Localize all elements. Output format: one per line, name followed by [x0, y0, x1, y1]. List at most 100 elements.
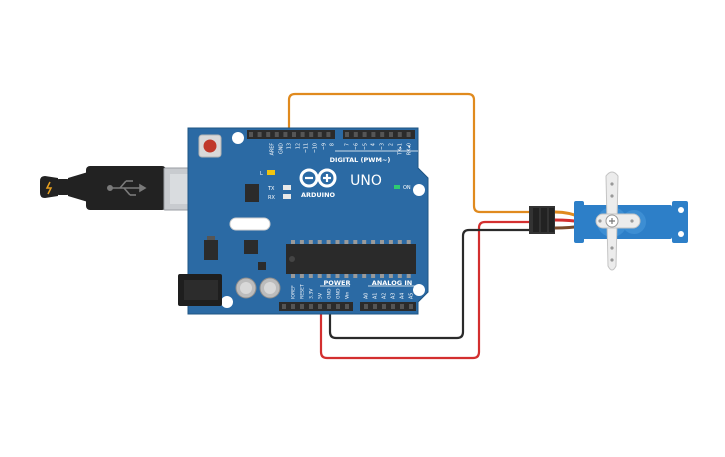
capacitor	[235, 277, 257, 299]
wires	[287, 92, 530, 360]
digital-pin-label: ~9	[322, 143, 328, 150]
header-pin[interactable]	[391, 304, 395, 309]
power-header	[279, 302, 353, 311]
digital-pin-label: 2	[389, 143, 395, 146]
mount-hole	[232, 132, 244, 144]
servo-horn	[595, 171, 641, 271]
microcontroller-chip	[286, 240, 416, 278]
digital-pin-label: ~10	[313, 143, 319, 153]
servo-mount-tab	[574, 201, 584, 243]
mount-hole	[413, 184, 425, 196]
dc-power-jack	[178, 274, 222, 306]
digital-pin-label: 7	[345, 143, 351, 146]
header-pin[interactable]	[282, 304, 286, 309]
digital-label: DIGITAL (PWM~)	[330, 156, 391, 164]
analog-pin-label: A0	[364, 293, 370, 299]
header-pin[interactable]	[373, 304, 377, 309]
power-pin-label: IOREF	[291, 285, 297, 299]
header-pin[interactable]	[380, 132, 385, 137]
ground-wire[interactable]	[328, 228, 530, 340]
header-pin[interactable]	[409, 304, 413, 309]
header-pin[interactable]	[274, 132, 279, 137]
usb-plug-body	[68, 172, 88, 202]
led-tx	[283, 185, 291, 190]
header-pin[interactable]	[336, 304, 340, 309]
mount-hole	[413, 284, 425, 296]
header-pin[interactable]	[382, 304, 386, 309]
header-pin[interactable]	[292, 132, 296, 137]
board-model: UNO	[350, 173, 382, 189]
power-pin-label: 5V	[318, 292, 324, 299]
power-pin-label: Vin	[345, 292, 351, 299]
digital-pin-label: AREF	[270, 143, 276, 156]
led-rx	[283, 194, 291, 199]
digital-pin-label: RX◂0	[407, 143, 413, 155]
servo-mount-hole	[678, 207, 684, 213]
power-pin-label: GND	[336, 288, 342, 299]
lightning-icon	[45, 181, 53, 195]
servo-connector	[529, 206, 555, 234]
analog-pin-label: A4	[400, 293, 406, 299]
analog-header	[360, 302, 416, 311]
header-pin[interactable]	[362, 132, 367, 137]
header-pin[interactable]	[318, 304, 322, 309]
usb-cable[interactable]	[40, 166, 213, 211]
analog-pin-label: A2	[382, 293, 388, 299]
analog-label: ANALOG IN	[372, 279, 412, 287]
analog-pin-label: A1	[373, 293, 379, 299]
usb-icon	[107, 180, 147, 196]
header-pin[interactable]	[389, 132, 393, 137]
header-pin[interactable]	[283, 132, 288, 137]
servo-motor[interactable]	[529, 171, 688, 271]
header-pin[interactable]	[345, 304, 349, 309]
header-pin[interactable]	[406, 132, 411, 137]
power-pin-label: GND	[327, 288, 333, 299]
power-wire[interactable]	[319, 220, 530, 360]
digital-pin-label: ~11	[304, 143, 310, 153]
digital-pin-label: 12	[296, 143, 302, 149]
power-pin-label: RESET	[300, 284, 306, 299]
digital-pin-label: 4	[371, 143, 377, 146]
header-pin[interactable]	[353, 132, 358, 137]
usb-cable-ring	[57, 179, 69, 195]
digital-pin-label: ~6	[354, 143, 360, 150]
signal-wire[interactable]	[287, 92, 530, 214]
power-pin-label: 3.3V	[309, 288, 315, 299]
analog-pin-label: A3	[391, 293, 397, 299]
header-pin[interactable]	[249, 132, 253, 137]
led-tx-label: TX	[267, 186, 275, 192]
digital-pin-label: GND	[279, 143, 285, 154]
power-label: POWER	[324, 279, 351, 287]
header-pin[interactable]	[309, 132, 314, 137]
on-label: ON	[403, 185, 411, 191]
header-pin[interactable]	[364, 304, 368, 309]
header-pin[interactable]	[291, 304, 295, 309]
digital-pin-label: ~5	[363, 143, 369, 150]
header-pin[interactable]	[400, 304, 404, 309]
reset-button[interactable]	[203, 139, 217, 153]
digital-pin-label: TX▸1	[398, 143, 404, 156]
header-pin[interactable]	[257, 132, 262, 137]
crystal	[229, 217, 271, 231]
digital-pin-label: ~3	[380, 143, 386, 150]
header-pin[interactable]	[309, 304, 313, 309]
digital-header	[247, 130, 415, 139]
header-pin[interactable]	[266, 132, 271, 137]
header-pin[interactable]	[300, 132, 305, 137]
usb-cable-end	[40, 176, 58, 198]
header-pin[interactable]	[327, 304, 331, 309]
digital-pin-label: 13	[287, 143, 293, 149]
servo-mount-tab	[672, 201, 688, 243]
header-pin[interactable]	[371, 132, 376, 137]
header-pin[interactable]	[326, 132, 331, 137]
on-led	[394, 185, 400, 189]
header-pin[interactable]	[300, 304, 304, 309]
header-pin[interactable]	[345, 132, 349, 137]
header-pin[interactable]	[397, 132, 402, 137]
led-l	[267, 170, 275, 175]
header-pin[interactable]	[317, 132, 322, 137]
